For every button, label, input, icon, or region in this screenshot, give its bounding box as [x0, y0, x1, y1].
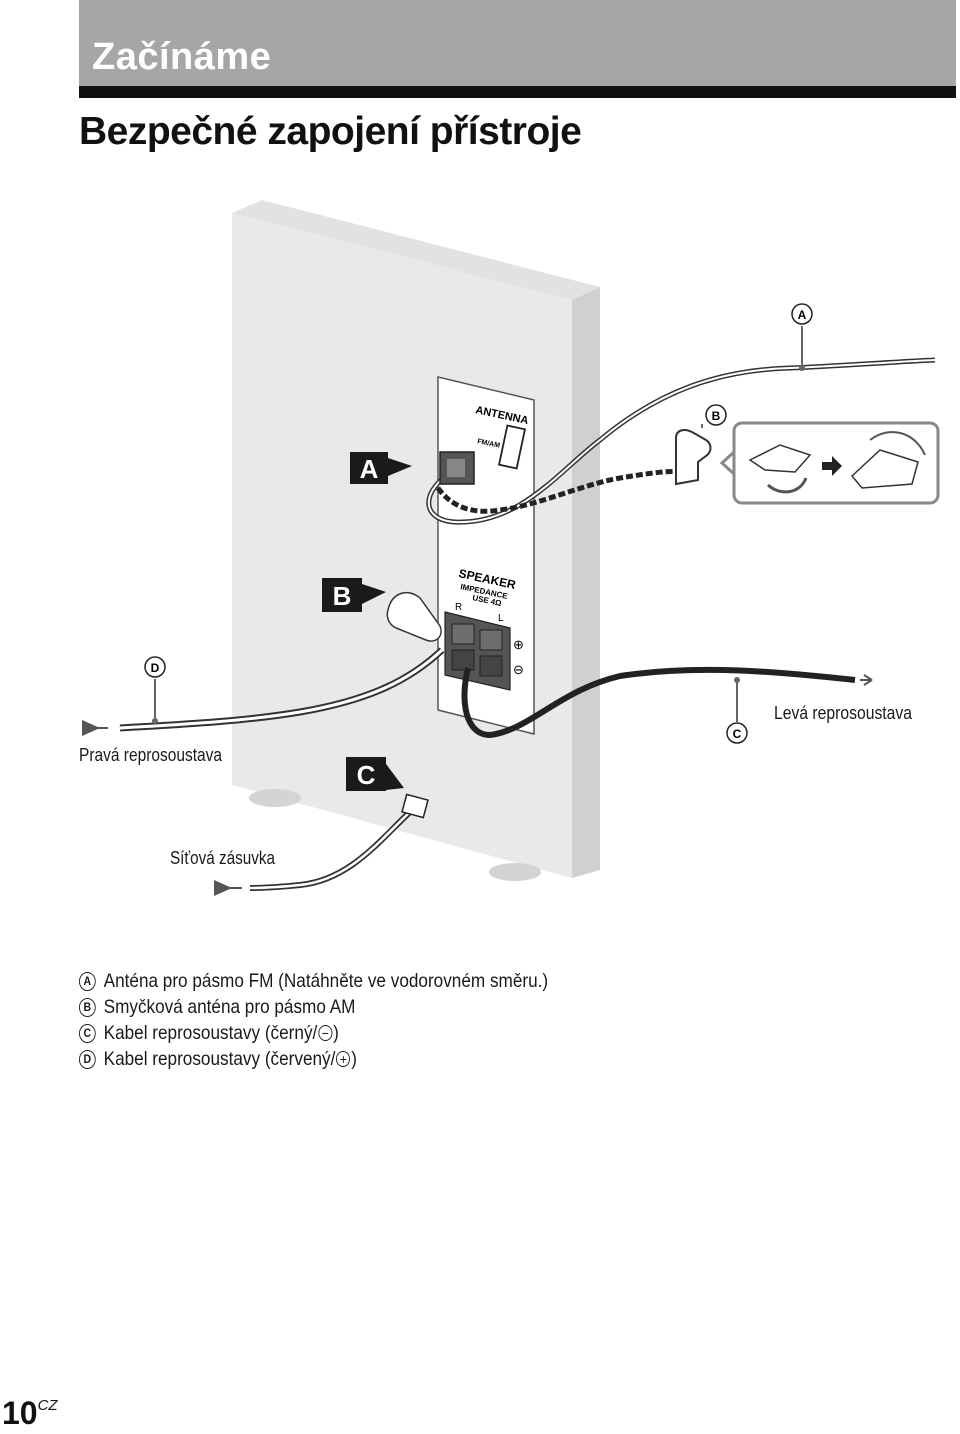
legend-text-a: Anténa pro pásmo FM (Natáhněte ve vodoro… [103, 970, 549, 992]
svg-text:C: C [357, 760, 376, 790]
left-speaker-cable [461, 666, 856, 739]
section-rule [79, 86, 956, 98]
legend-text-b: Smyčková anténa pro pásmo AM [103, 996, 356, 1018]
unit-foot [489, 863, 541, 881]
legend-item-a: A Anténa pro pásmo FM (Natáhněte ve vodo… [79, 968, 548, 994]
svg-text:C: C [733, 727, 742, 741]
legend-item-c: C Kabel reprosoustavy (černý/ − ) [79, 1020, 548, 1046]
legend: A Anténa pro pásmo FM (Natáhněte ve vodo… [79, 968, 548, 1072]
legend-text-d: Kabel reprosoustavy (červený/ [103, 1048, 336, 1070]
panel-minus-label: ⊖ [513, 662, 524, 677]
connection-diagram: ANTENNA FM/AM SPEAKER IMPEDANCE USE 4Ω R… [79, 200, 940, 896]
fm-am-socket [497, 424, 527, 470]
page-number: 10CZ [2, 1395, 58, 1432]
svg-text:A: A [360, 454, 379, 484]
legend-key-a: A [79, 971, 96, 991]
callout-b: B [705, 404, 727, 426]
legend-item-d: D Kabel reprosoustavy (červený/ + ) [79, 1046, 548, 1072]
legend-tail-c: ) [333, 1022, 339, 1044]
finger [386, 591, 442, 642]
panel-fm-am-label: FM/AM [477, 438, 501, 450]
panel-l-label: L [498, 613, 504, 624]
callout-c: C [726, 722, 748, 744]
svg-text:D: D [151, 661, 160, 675]
svg-text:B: B [333, 581, 352, 611]
callout-a: A [791, 303, 813, 325]
panel-plus-label: ⊕ [513, 637, 524, 652]
am-antenna-wire [435, 468, 691, 514]
outlet-label: Síťová zásuvka [170, 848, 276, 868]
page-number-value: 10 [2, 1395, 38, 1431]
callout-d: D [144, 656, 166, 678]
section-band [79, 0, 956, 86]
inset-arrow-icon [822, 456, 842, 476]
power-plug [401, 793, 429, 819]
step-label-a: A [350, 452, 412, 484]
legend-key-c: C [79, 1023, 96, 1043]
legend-key-d: D [79, 1049, 96, 1069]
unit-body [232, 200, 600, 881]
legend-text-c: Kabel reprosoustavy (černý/ [103, 1022, 318, 1044]
step-label-b: B [322, 578, 386, 612]
unit-foot [249, 789, 301, 807]
page-title: Bezpečné zapojení přístroje [79, 110, 582, 153]
legend-item-b: B Smyčková anténa pro pásmo AM [79, 994, 548, 1020]
am-antenna-inset [719, 421, 940, 505]
panel-r-label: R [455, 602, 462, 613]
minus-icon: − [318, 1025, 333, 1041]
svg-text:A: A [798, 308, 807, 322]
left-speaker-label: Levá reprosoustava [774, 703, 913, 723]
am-loop-antenna [675, 429, 712, 486]
svg-text:B: B [712, 409, 721, 423]
section-title: Začínáme [92, 36, 272, 78]
page-language-code: CZ [37, 1397, 58, 1414]
left-speaker-arrow-icon [860, 674, 873, 686]
plus-icon: + [336, 1051, 351, 1067]
step-label-c: C [346, 757, 404, 791]
legend-tail-d: ) [351, 1048, 357, 1070]
right-speaker-label: Pravá reprosoustava [79, 745, 223, 765]
speaker-terminal [444, 611, 511, 691]
legend-key-b: B [79, 997, 96, 1017]
